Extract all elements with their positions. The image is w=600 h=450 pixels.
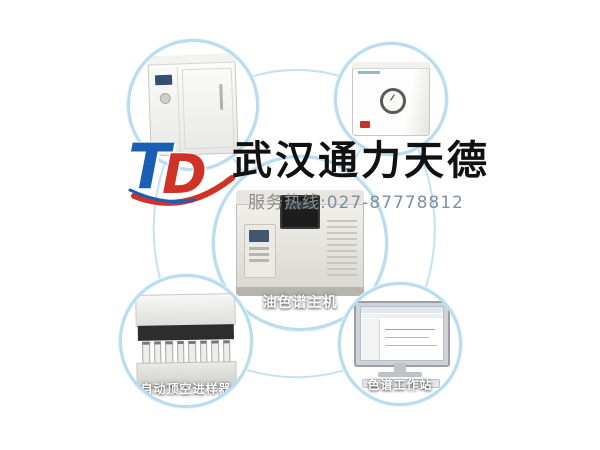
chromatogram-trace [385, 329, 435, 330]
software-menu-bar [361, 314, 443, 318]
hotline-label: 服务热线: [248, 193, 327, 213]
software-title-bar [361, 307, 443, 313]
monitor-base [378, 372, 422, 377]
product-circle-gas-generator [127, 39, 259, 171]
sample-vial [153, 341, 162, 365]
company-title: 武汉通力天德 [232, 138, 490, 184]
workstation-image [352, 299, 450, 389]
autosampler-image [135, 293, 237, 389]
autosampler-dark-band [137, 324, 234, 341]
monitor [354, 301, 450, 367]
sample-vial [187, 340, 196, 364]
sample-vials-row [142, 340, 231, 365]
sample-vial [165, 341, 173, 365]
service-hotline: 服务热线:027-87778812 [248, 188, 464, 213]
sample-vial [199, 340, 208, 364]
monitor-screen [360, 306, 444, 361]
gc-display-screen [286, 201, 314, 209]
logo-letter-d: D [162, 143, 207, 206]
sample-vial [142, 341, 150, 365]
logo-letter-t: T [128, 130, 171, 203]
monitor-stand [394, 363, 406, 372]
gc-side-vents [327, 220, 357, 278]
product-circle-air-source [334, 42, 448, 156]
air-source-top-panel [352, 62, 430, 69]
gc-control-panel [244, 224, 276, 278]
product-circle-workstation: 色谱工作站 [338, 282, 462, 406]
brand-logo: T D [128, 136, 240, 218]
gc-display-window [280, 195, 320, 229]
sample-vial [210, 340, 219, 364]
sample-vial [176, 341, 185, 365]
power-switch [360, 121, 370, 128]
screen-text-line [385, 345, 437, 346]
logo-swoosh-icon [128, 175, 235, 206]
product-label-workstation: 色谱工作站 [367, 378, 433, 392]
generator-knob [159, 92, 171, 105]
product-label-gc-main: 油色谱主机 [262, 295, 338, 311]
software-side-panel [361, 319, 380, 360]
sample-vial [222, 340, 231, 364]
air-source-image [352, 62, 430, 136]
gc-panel-buttons [249, 247, 269, 263]
pressure-gauge [380, 88, 406, 114]
gc-base [236, 287, 364, 296]
gc-panel-screen [249, 230, 269, 242]
autosampler-hood [135, 293, 236, 327]
generator-display [154, 74, 173, 86]
gauge-needle [390, 94, 395, 101]
product-circle-autosampler: 自动顶空进样器 [119, 274, 253, 408]
product-label-autosampler: 自动顶空进样器 [140, 382, 232, 396]
generator-door [181, 67, 235, 150]
gas-chromatograph-image [236, 190, 364, 296]
screen-text-line [385, 337, 429, 338]
keyboard [362, 379, 440, 388]
air-source-nameplate [358, 71, 380, 74]
hotline-number: 027-87778812 [326, 193, 464, 213]
